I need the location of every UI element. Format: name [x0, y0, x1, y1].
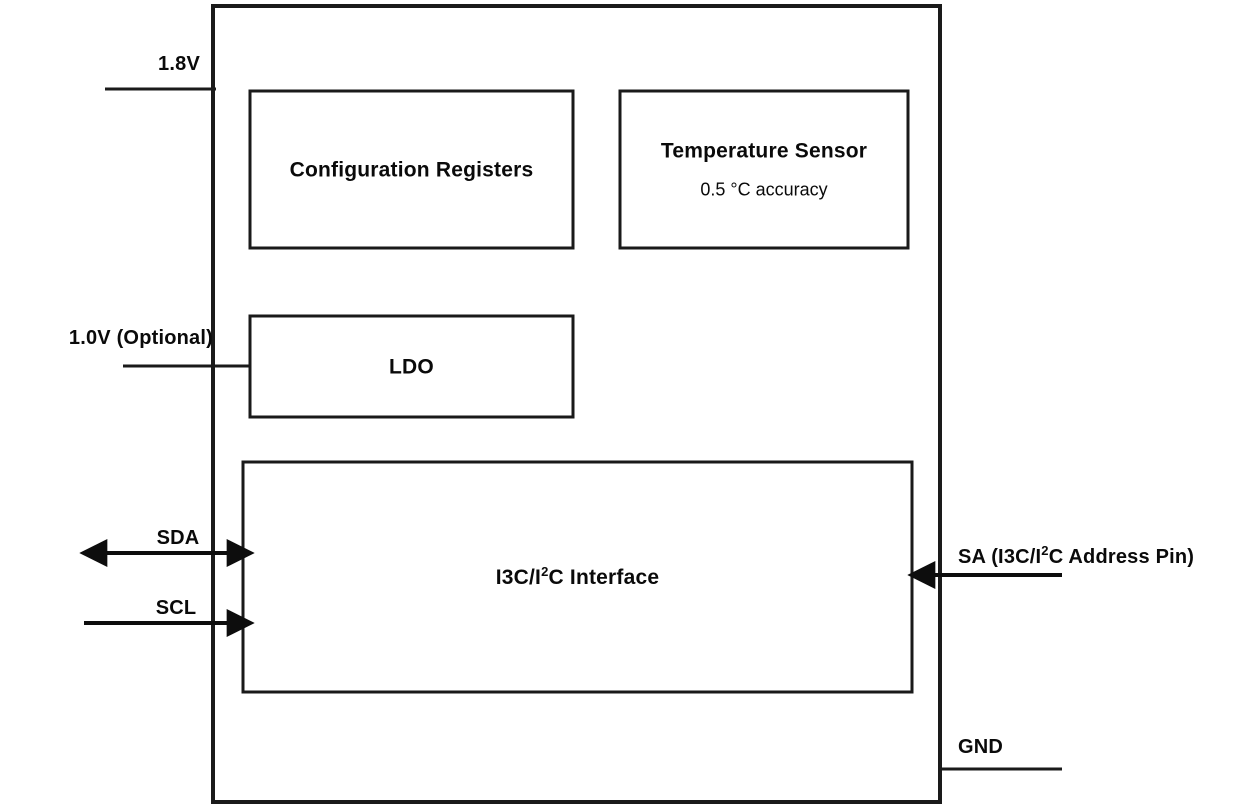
pin-supply-1v8[interactable]: 1.8V: [105, 53, 216, 91]
internal-blocks-group: Configuration Registers Temperature Sens…: [241, 89, 914, 694]
gnd-label: GND: [958, 736, 1003, 758]
pins-group: 1.8V 1.0V (Optional) SDA SCL SA (I3C/I2C…: [69, 53, 1194, 771]
sa-address-label: SA (I3C/I2C Address Pin): [958, 543, 1194, 568]
pin-sa-address[interactable]: SA (I3C/I2C Address Pin): [907, 543, 1194, 589]
scl-label: SCL: [156, 597, 197, 619]
pin-gnd[interactable]: GND: [940, 736, 1062, 771]
temperature-sensor-rect: [618, 89, 910, 250]
configuration-registers-rect: [248, 89, 575, 250]
pin-sda[interactable]: SDA: [79, 527, 255, 567]
ldo-label: LDO: [389, 356, 434, 379]
block-i3c-i2c-interface[interactable]: I3C/I2C Interface: [241, 460, 914, 694]
temperature-sensor-accuracy: 0.5 °C accuracy: [700, 179, 827, 199]
pin-supply-1v0-optional[interactable]: 1.0V (Optional): [69, 327, 250, 368]
pin-scl[interactable]: SCL: [84, 597, 255, 637]
temperature-sensor-label: Temperature Sensor: [661, 140, 867, 163]
block-configuration-registers[interactable]: Configuration Registers: [248, 89, 575, 250]
block-ldo[interactable]: LDO: [248, 314, 575, 419]
configuration-registers-label: Configuration Registers: [290, 159, 534, 182]
supply-1v0-optional-label: 1.0V (Optional): [69, 327, 213, 349]
sda-label: SDA: [157, 527, 200, 549]
supply-1v8-label: 1.8V: [158, 53, 200, 75]
i3c-i2c-interface-label: I3C/I2C Interface: [496, 564, 660, 589]
ldo-rect: [248, 314, 575, 419]
i3c-i2c-interface-rect: [241, 460, 914, 694]
block-temperature-sensor[interactable]: Temperature Sensor 0.5 °C accuracy: [618, 89, 910, 250]
